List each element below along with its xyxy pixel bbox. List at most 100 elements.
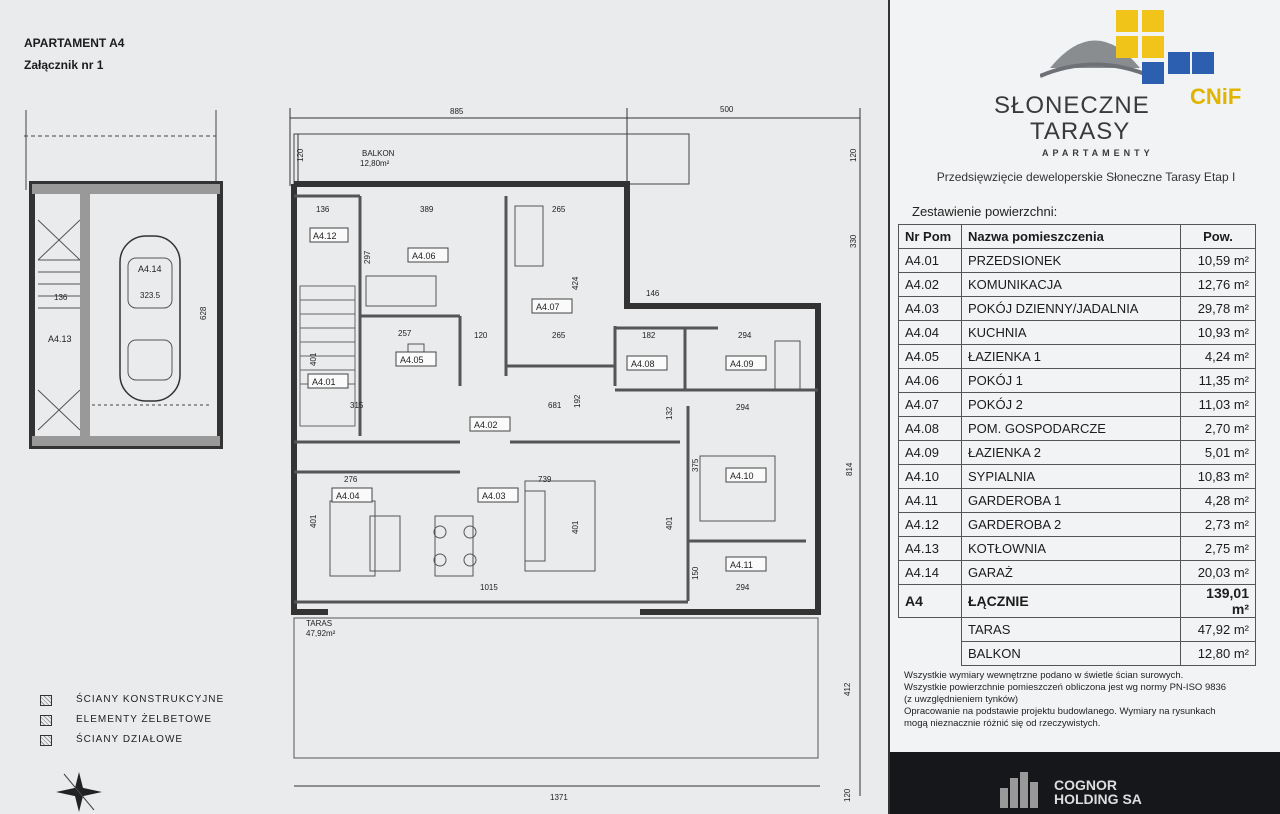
room-no: A4.09 <box>898 440 962 465</box>
room-area: 11,03 m² <box>1180 392 1256 417</box>
dim-500: 500 <box>720 105 734 114</box>
room-area: 10,83 m² <box>1180 464 1256 489</box>
dim-257: 257 <box>398 329 412 338</box>
room-name: POKÓJ 2 <box>961 392 1181 417</box>
brand-tagline: APARTAMENTY <box>1042 148 1154 158</box>
room-name: KUCHNIA <box>961 320 1181 345</box>
room-area: 2,70 m² <box>1180 416 1256 441</box>
dim-120-bottom: 120 <box>843 788 852 802</box>
legend-item-concrete: ELEMENTY ŻELBETOWE <box>40 714 212 726</box>
room-area: 29,78 m² <box>1180 296 1256 321</box>
plan-title: APARTAMENT A4 <box>24 36 125 50</box>
dim-885: 885 <box>450 107 464 116</box>
compass-icon <box>56 772 102 812</box>
floor-plan: 885 500 120 120 330 814 412 120 BALKON 1… <box>289 105 861 802</box>
notes: Wszystkie wymiary wewnętrzne podano w św… <box>904 670 1274 730</box>
col-header-no: Nr Pom <box>898 224 962 249</box>
dim-401-stairs: 401 <box>309 352 318 366</box>
dim-294-bottom: 294 <box>736 583 750 592</box>
room-name: GARDEROBA 1 <box>961 488 1181 513</box>
dim-276: 276 <box>344 475 358 484</box>
dim-389: 389 <box>420 205 434 214</box>
brand-name-line2: TARASY <box>1030 118 1131 145</box>
garage-depth-dim: 628 <box>199 306 208 320</box>
dim-401-kitchen: 401 <box>309 514 318 528</box>
footer: COGNOR HOLDING SA <box>890 752 1280 814</box>
legend-swatch-icon <box>40 695 52 706</box>
company-name: COGNOR HOLDING SA <box>1054 778 1142 806</box>
room-area: 4,24 m² <box>1180 344 1256 369</box>
dim-1015: 1015 <box>480 583 498 592</box>
room-area: 20,03 m² <box>1180 560 1256 585</box>
room-label-a412: A4.12 <box>313 231 337 241</box>
boiler-width-dim: 136 <box>54 293 68 302</box>
legend-swatch-icon <box>40 735 52 746</box>
room-label-a402: A4.02 <box>474 420 498 430</box>
room-no: A4.01 <box>898 248 962 273</box>
room-area: 2,73 m² <box>1180 512 1256 537</box>
room-no: A4.02 <box>898 272 962 297</box>
room-name: POM. GOSPODARCZE <box>961 416 1181 441</box>
summary-title: Zestawienie powierzchni: <box>912 204 1058 219</box>
room-area: 10,59 m² <box>1180 248 1256 273</box>
extra-row: BALKON 12,80 m² <box>899 641 1256 666</box>
room-label-a409: A4.09 <box>730 359 754 369</box>
room-no: A4.07 <box>898 392 962 417</box>
dim-120-mid: 120 <box>474 331 488 340</box>
room-no: A4.13 <box>898 536 962 561</box>
legend-swatch-icon <box>40 715 52 726</box>
room-name: ŁAZIENKA 1 <box>961 344 1181 369</box>
room-label-a404: A4.04 <box>336 491 360 501</box>
company-name-line1: COGNOR <box>1054 777 1117 793</box>
dim-739: 739 <box>538 475 552 484</box>
dim-192: 192 <box>573 394 582 408</box>
extra-name: BALKON <box>961 641 1181 666</box>
room-name: SYPIALNIA <box>961 464 1181 489</box>
dim-146: 146 <box>646 289 660 298</box>
total-row: A4 ŁĄCZNIE 139,01 m² <box>898 584 1256 618</box>
dim-315: 315 <box>350 401 364 410</box>
legend-item-structural: ŚCIANY KONSTRUKCYJNE <box>40 694 225 706</box>
note-line: Opracowanie na podstawie projektu budowl… <box>904 706 1216 717</box>
room-area: 2,75 m² <box>1180 536 1256 561</box>
legend: ŚCIANY KONSTRUKCYJNE ELEMENTY ŻELBETOWE … <box>40 694 240 754</box>
dim-681: 681 <box>548 401 562 410</box>
room-no: A4.05 <box>898 344 962 369</box>
brand-name-line1: SŁONECZNE <box>994 92 1150 119</box>
plan-subtitle: Załącznik nr 1 <box>24 58 104 72</box>
balcony-label: BALKON <box>362 149 395 158</box>
room-label-a406: A4.06 <box>412 251 436 261</box>
garage-label: A4.14 <box>138 264 162 274</box>
room-name: GARDEROBA 2 <box>961 512 1181 537</box>
table-header-row: Nr Pom Nazwa pomieszczenia Pow. <box>898 224 1256 249</box>
extra-area: 12,80 m² <box>1180 641 1256 666</box>
room-area: 4,28 m² <box>1180 488 1256 513</box>
note-line: (z uwzględnieniem tynków) <box>904 694 1019 705</box>
room-label-a405: A4.05 <box>400 355 424 365</box>
extra-row: TARAS 47,92 m² <box>899 617 1256 642</box>
dim-182: 182 <box>642 331 656 340</box>
room-no: A4.11 <box>898 488 962 513</box>
balcony-area: 12,80m² <box>360 159 390 168</box>
room-label-a407: A4.07 <box>536 302 560 312</box>
room-no: A4.03 <box>898 296 962 321</box>
room-name: PRZEDSIONEK <box>961 248 1181 273</box>
cnif-logo-icon <box>1116 10 1214 84</box>
boiler-room-label: A4.13 <box>48 334 72 344</box>
dim-1371: 1371 <box>550 793 568 802</box>
total-area: 139,01 m² <box>1180 584 1256 618</box>
dim-136: 136 <box>316 205 330 214</box>
dim-120-top: 120 <box>296 148 305 162</box>
legend-label: ŚCIANY KONSTRUKCYJNE <box>76 694 225 705</box>
room-label-a411: A4.11 <box>730 560 753 570</box>
garage-width-dim: 323.5 <box>140 291 161 300</box>
